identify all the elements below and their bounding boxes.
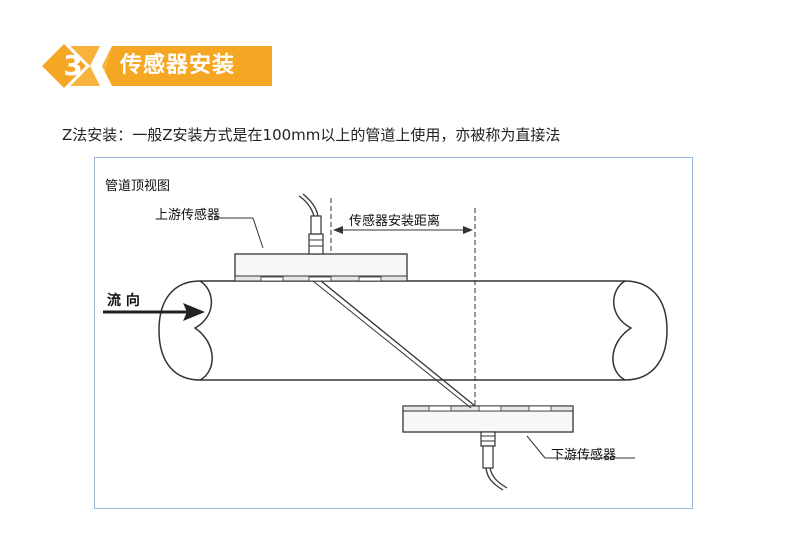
flow-arrow-head (183, 303, 205, 321)
step-number: 3 (63, 49, 83, 82)
step-banner-shape (40, 42, 272, 90)
step-banner: 3 传感器安装 (40, 42, 280, 90)
description-text: Z法安装：一般Z安装方式是在100mm以上的管道上使用，亦被称为直接法 (62, 126, 561, 144)
upstream-sensor-label: 上游传感器 (155, 208, 221, 223)
pipe-diagram: 管道顶视图 上游传感器 传感器安装距离 流 向 下游传感器 (94, 157, 693, 509)
pipe-left-end (193, 280, 213, 381)
pipe-outline (158, 280, 668, 381)
view-title: 管道顶视图 (105, 179, 171, 194)
step-title: 传感器安装 (120, 53, 236, 78)
pipe-drawing (103, 193, 668, 491)
sensor-distance-label: 传感器安装距离 (349, 214, 441, 229)
pipe-right-end (612, 280, 633, 381)
flow-direction-label: 流 向 (107, 293, 140, 309)
acoustic-path (320, 280, 476, 407)
upstream-sensor-block (234, 253, 408, 280)
downstream-sensor-label: 下游传感器 (551, 448, 617, 463)
